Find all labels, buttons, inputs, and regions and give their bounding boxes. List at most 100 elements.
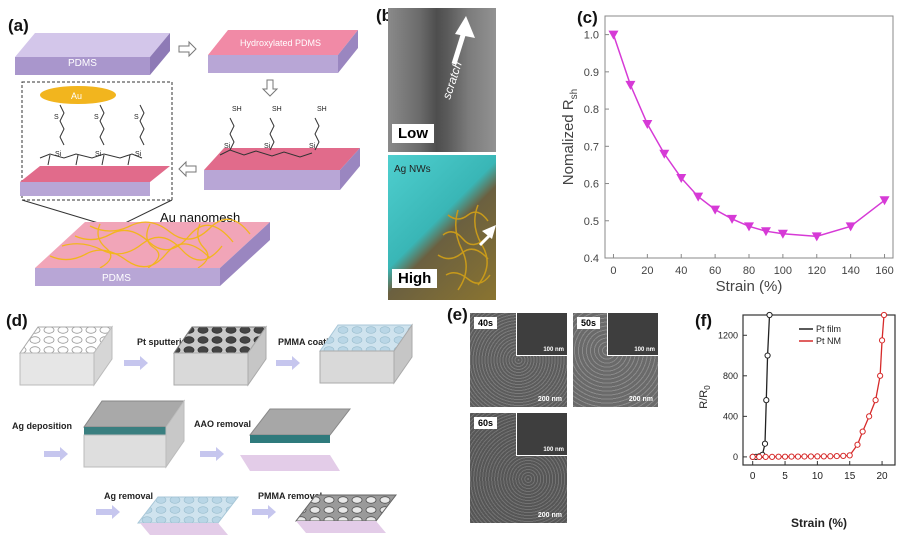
x-tick-label: 100 [774,265,792,277]
y-tick-label: 0.8 [584,104,599,116]
thiol-slab [204,148,360,170]
series-line-pt-film [752,314,771,458]
hydroxylated-slab [208,30,358,55]
step-arrow-3 [44,447,68,461]
time-label-50s: 50s [577,317,601,329]
panel-b: (b) scratch Low Ag NWs High [374,0,498,300]
pdms-label-bottom: PDMS [102,273,131,284]
au-label: Au [71,91,82,101]
sh-label-3: SH [317,106,327,113]
data-point [775,453,782,460]
panel-f-label: (f) [695,311,712,330]
panel-d-process: Pt sputtering PMMA coating Ag deposition… [12,323,413,535]
data-point [845,222,856,232]
panel-a-schematic: PDMS Hydroxylated PDMS SH SH SH Si Si Si [15,30,360,286]
x-tick-label: 60 [709,265,721,277]
si-label-2: Si [95,151,102,158]
step-arrow-5 [96,505,120,519]
plot-frame-f [742,314,896,466]
sem-low: scratch Low [388,8,496,152]
x-axis-label-f: Strain (%) [791,516,847,530]
low-label: Low [392,124,434,143]
pmma-removal-label: PMMA removal [258,491,322,501]
x-tick-label: 15 [844,471,856,482]
sem-40s: 40s 100 nm 200 nm [470,313,567,407]
x-tick-label: 80 [743,265,755,277]
legend: Pt film Pt NM [799,324,841,346]
high-label: High [392,269,438,288]
data-point [840,452,847,459]
x-tick-label: 5 [782,471,788,482]
panel-e-label: (e) [447,305,468,324]
x-tick-label: 120 [808,265,826,277]
x-tick-label: 40 [675,265,687,277]
data-point [756,453,763,460]
arrow-diag-icon [482,225,496,239]
y-axis-label: Nomalized Rsh [560,89,580,185]
panel-a: (a) PDMS Hydroxylated PDMS SH SH SH Si S… [0,0,372,305]
hydroxylated-label: Hydroxylated PDMS [240,38,321,48]
step-arrow-1 [124,356,148,370]
series-line [612,34,885,238]
sh-label-1: SH [232,106,242,113]
x-tick-label: 20 [641,265,653,277]
y-tick-label: 400 [723,411,738,421]
data-point [762,453,769,460]
data-point [744,222,754,232]
panel-a-label: (a) [8,16,29,35]
data-point [727,214,738,224]
data-point [859,428,866,435]
x-tick-label: 10 [812,471,824,482]
nanomesh-wires [49,218,251,269]
y-tick-label: 0.9 [584,67,599,79]
data-point [866,413,873,420]
s-label-3: S [134,114,139,121]
data-point [846,452,853,459]
box-slab [20,166,170,182]
s-label-2: S [94,114,99,121]
si-label-r2: Si [264,143,271,150]
scale-40s: 200 nm [537,396,562,403]
data-point [764,352,771,359]
inset-50s: 100 nm [607,313,658,356]
arrow-down-icon [261,79,279,97]
data-point [761,440,769,447]
sem-60s: 60s 100 nm 200 nm [470,413,567,523]
data-point [879,196,890,206]
step-arrow-6 [252,505,276,519]
data-point [766,311,773,319]
data-point [814,453,821,460]
scratch-label: scratch [440,60,465,101]
step-arrow-2 [276,356,300,370]
x-tick-label: 0 [750,471,756,482]
data-point [794,453,802,460]
data-point [693,192,704,202]
data-point [877,372,884,379]
data-point [788,453,795,460]
pdms-slab-top [15,33,170,57]
data-point [710,205,721,215]
data-point [608,30,619,40]
plot-frame [604,15,894,259]
pdms-label-top: PDMS [68,58,97,69]
data-point [769,453,776,460]
data-point [763,397,770,404]
panel-e: (e) 40s 100 nm 200 nm 50s 100 nm 200 nm … [445,305,660,540]
pt-sputtering-label: Pt sputtering [137,337,193,347]
arrow-right-icon [178,40,197,58]
sh-label-2: SH [272,106,282,113]
pmma-coating-label: PMMA coating [278,337,340,347]
s-label-1: S [54,114,59,121]
linker-chains [39,104,145,166]
aao-removal-label: AAO removal [194,419,251,429]
inset-60s: 100 nm [516,413,567,456]
arrow-up-icon [455,16,475,38]
scale-60s: 200 nm [537,512,562,519]
si-label-3: Si [135,151,142,158]
time-label-60s: 60s [474,417,498,429]
time-label-40s: 40s [474,317,498,329]
y-tick-label: 1.0 [584,30,599,42]
data-point [878,337,886,344]
y-tick-label: 0 [733,452,738,462]
